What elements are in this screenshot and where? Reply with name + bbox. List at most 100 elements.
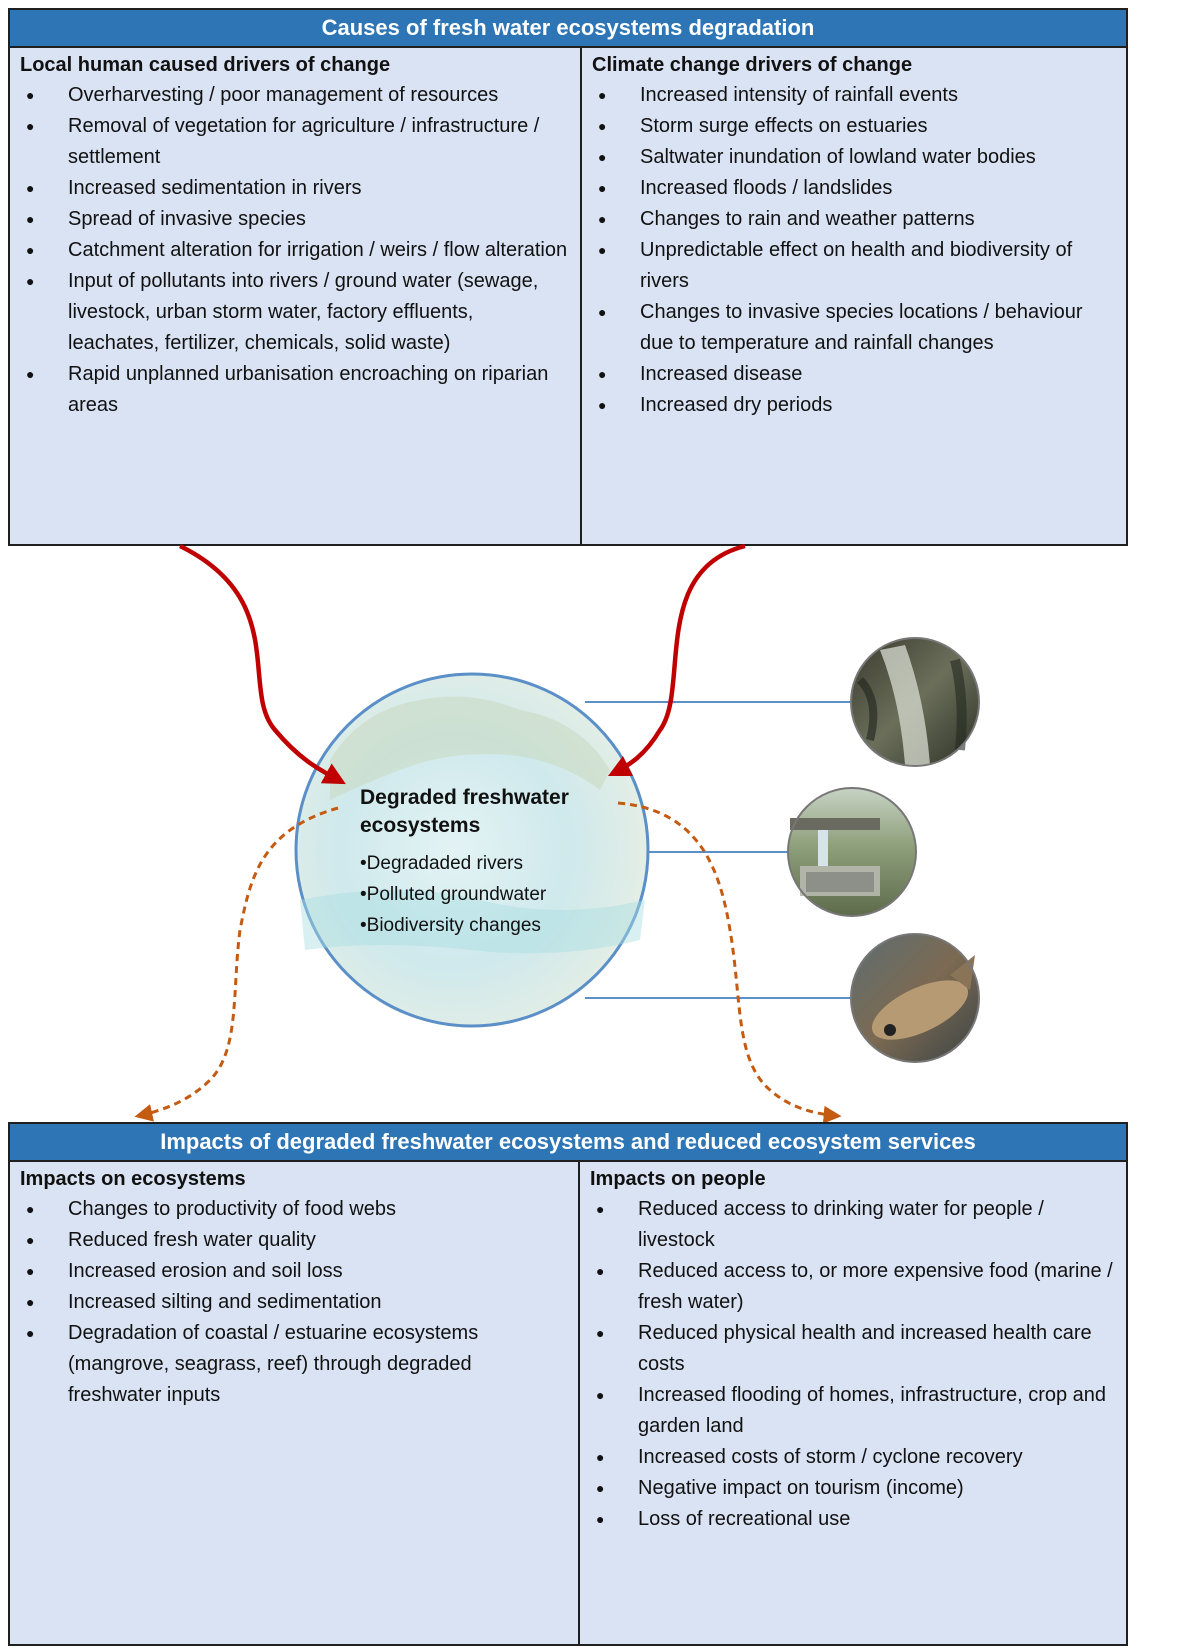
bullet-icon: ●: [596, 1511, 605, 1527]
climate-drivers-list: ●Increased intensity of rainfall events●…: [592, 80, 1116, 421]
center-list: Degradaded riversPolluted groundwaterBio…: [355, 848, 635, 941]
bullet-text: Reduced fresh water quality: [68, 1229, 316, 1251]
bullet-item: ● Increased floods / landslides: [592, 173, 1116, 204]
water-pipe-photo: [787, 787, 917, 917]
people-impacts-heading: Impacts on people: [590, 1168, 766, 1190]
bullet-item: ● Overharvesting / poor management of res…: [20, 80, 570, 111]
local-drivers-heading: Local human caused drivers of change: [20, 54, 391, 76]
bullet-icon: ●: [26, 180, 35, 196]
center-title-line1: Degraded freshwater: [360, 786, 569, 809]
bullet-text: Loss of recreational use: [638, 1508, 851, 1530]
bullet-item: ●Increased disease: [592, 359, 1116, 390]
bullet-icon: ●: [26, 273, 35, 289]
bullet-icon: ●: [26, 366, 35, 382]
ecosystem-impacts-column: Impacts on ecosystems ● Changes to produc…: [10, 1162, 580, 1644]
bullet-text: Changes to rain and weather patterns: [640, 208, 975, 230]
bullet-text: Removal of vegetation for agriculture / …: [68, 115, 540, 168]
bullet-text: Changes to invasive species locations / …: [640, 301, 1083, 354]
people-impacts-list: ● Reduced access to drinking water for pe…: [590, 1194, 1116, 1535]
bullet-text: Negative impact on tourism (income): [638, 1477, 964, 1499]
center-list-item: Degradaded rivers: [360, 848, 635, 879]
climate-drivers-arrow: [607, 543, 746, 777]
bullet-icon: ●: [596, 1449, 605, 1465]
river-photo: [850, 637, 980, 767]
bullet-item: ● Changes to productivity of food webs: [20, 1194, 568, 1225]
bullet-text: Reduced access to drinking water for peo…: [638, 1198, 1044, 1251]
bullet-icon: ●: [26, 118, 35, 134]
bullet-text: Reduced access to, or more expensive foo…: [638, 1260, 1113, 1313]
bullet-icon: ●: [26, 211, 35, 227]
local-drivers-list: ● Overharvesting / poor management of res…: [20, 80, 570, 421]
bullet-text: Increased flooding of homes, infrastruct…: [638, 1384, 1107, 1437]
bullet-text: Increased sedimentation in rivers: [68, 177, 362, 199]
bullet-item: ●Increased flooding of homes, infrastruc…: [590, 1380, 1116, 1442]
center-list-item: Polluted groundwater: [360, 879, 635, 910]
bullet-text: Increased floods / landslides: [640, 177, 893, 199]
bullet-text: Degradation of coastal / estuarine ecosy…: [68, 1322, 479, 1406]
bullet-text: Increased intensity of rainfall events: [640, 84, 958, 106]
bullet-item: ● Spread of invasive species: [20, 204, 570, 235]
bullet-icon: ●: [596, 1201, 605, 1217]
bullet-item: ● Changes to invasive species locations /…: [592, 297, 1116, 359]
bullet-text: Catchment alteration for irrigation / we…: [68, 239, 568, 261]
bullet-text: Increased costs of storm / cyclone recov…: [638, 1446, 1023, 1468]
bullet-text: Changes to productivity of food webs: [68, 1198, 396, 1220]
bullet-icon: ●: [598, 242, 607, 258]
bullet-item: ● Rapid unplanned urbanisation encroachin…: [20, 359, 570, 421]
local-drivers-column: Local human caused drivers of change ● Ov…: [10, 48, 582, 544]
bullet-icon: ●: [26, 1263, 35, 1279]
people-impact-arrow: [617, 801, 842, 1124]
bullet-item: ● Loss of recreational use: [590, 1504, 1116, 1535]
bullet-icon: ●: [26, 87, 35, 103]
center-list-item: Biodiversity changes: [360, 910, 635, 941]
causes-header: Causes of fresh water ecosystems degrada…: [10, 10, 1126, 48]
ecosystem-impacts-heading: Impacts on ecosystems: [20, 1168, 246, 1190]
bullet-text: Storm surge effects on estuaries: [640, 115, 928, 137]
local-drivers-arrow: [179, 543, 346, 785]
bullet-item: ● Reduced physical health and increased h…: [590, 1318, 1116, 1380]
bullet-icon: ●: [596, 1480, 605, 1496]
bullet-text: Rapid unplanned urbanisation encroaching…: [68, 363, 549, 416]
bullet-icon: ●: [596, 1325, 605, 1341]
bullet-text: Input of pollutants into rivers / ground…: [68, 270, 539, 354]
impacts-panel: Impacts of degraded freshwater ecosystem…: [8, 1122, 1128, 1646]
bullet-item: ● Removal of vegetation for agriculture /…: [20, 111, 570, 173]
bullet-icon: ●: [596, 1263, 605, 1279]
ecosystems-impact-arrow: [134, 806, 339, 1122]
bullet-icon: ●: [598, 397, 607, 413]
impacts-header: Impacts of degraded freshwater ecosystem…: [10, 1124, 1126, 1162]
bullet-icon: ●: [598, 304, 607, 320]
bullet-item: ●Increased intensity of rainfall events: [592, 80, 1116, 111]
center-label: Degraded freshwater ecosystems Degradade…: [355, 784, 635, 941]
bullet-icon: ●: [598, 180, 607, 196]
bullet-icon: ●: [26, 1201, 35, 1217]
causes-panel: Causes of fresh water ecosystems degrada…: [8, 8, 1128, 546]
bullet-text: Spread of invasive species: [68, 208, 306, 230]
bullet-text: Saltwater inundation of lowland water bo…: [640, 146, 1036, 168]
center-title: Degraded freshwater ecosystems: [360, 784, 635, 840]
bullet-item: ●Increased dry periods: [592, 390, 1116, 421]
climate-drivers-heading: Climate change drivers of change: [592, 54, 913, 76]
bullet-icon: ●: [26, 242, 35, 258]
bullet-item: ● Degradation of coastal / estuarine ecos…: [20, 1318, 568, 1411]
fish-photo: [850, 933, 980, 1063]
bullet-icon: ●: [26, 1325, 35, 1341]
bullet-item: ● Changes to rain and weather patterns: [592, 204, 1116, 235]
people-impacts-column: Impacts on people ● Reduced access to dri…: [580, 1162, 1126, 1644]
bullet-item: ● Reduced access to drinking water for pe…: [590, 1194, 1116, 1256]
center-title-line2: ecosystems: [360, 814, 481, 837]
bullet-item: ● Increased sedimentation in rivers: [20, 173, 570, 204]
bullet-item: ● Reduced access to, or more expensive fo…: [590, 1256, 1116, 1318]
bullet-text: Overharvesting / poor management of reso…: [68, 84, 499, 106]
ecosystem-impacts-list: ● Changes to productivity of food webs ● Re…: [20, 1194, 568, 1411]
bullet-item: ● Saltwater inundation of lowland water b…: [592, 142, 1116, 173]
bullet-item: ●Storm surge effects on estuaries: [592, 111, 1116, 142]
bullet-item: ●Increased silting and sedimentation: [20, 1287, 568, 1318]
bullet-text: Unpredictable effect on health and biodi…: [640, 239, 1073, 292]
bullet-item: ● Input of pollutants into rivers / groun…: [20, 266, 570, 359]
bullet-icon: ●: [598, 149, 607, 165]
bullet-item: ● Negative impact on tourism (income): [590, 1473, 1116, 1504]
bullet-item: ● Catchment alteration for irrigation / w…: [20, 235, 570, 266]
bullet-icon: ●: [598, 211, 607, 227]
bullet-text: Reduced physical health and increased he…: [638, 1322, 1092, 1375]
